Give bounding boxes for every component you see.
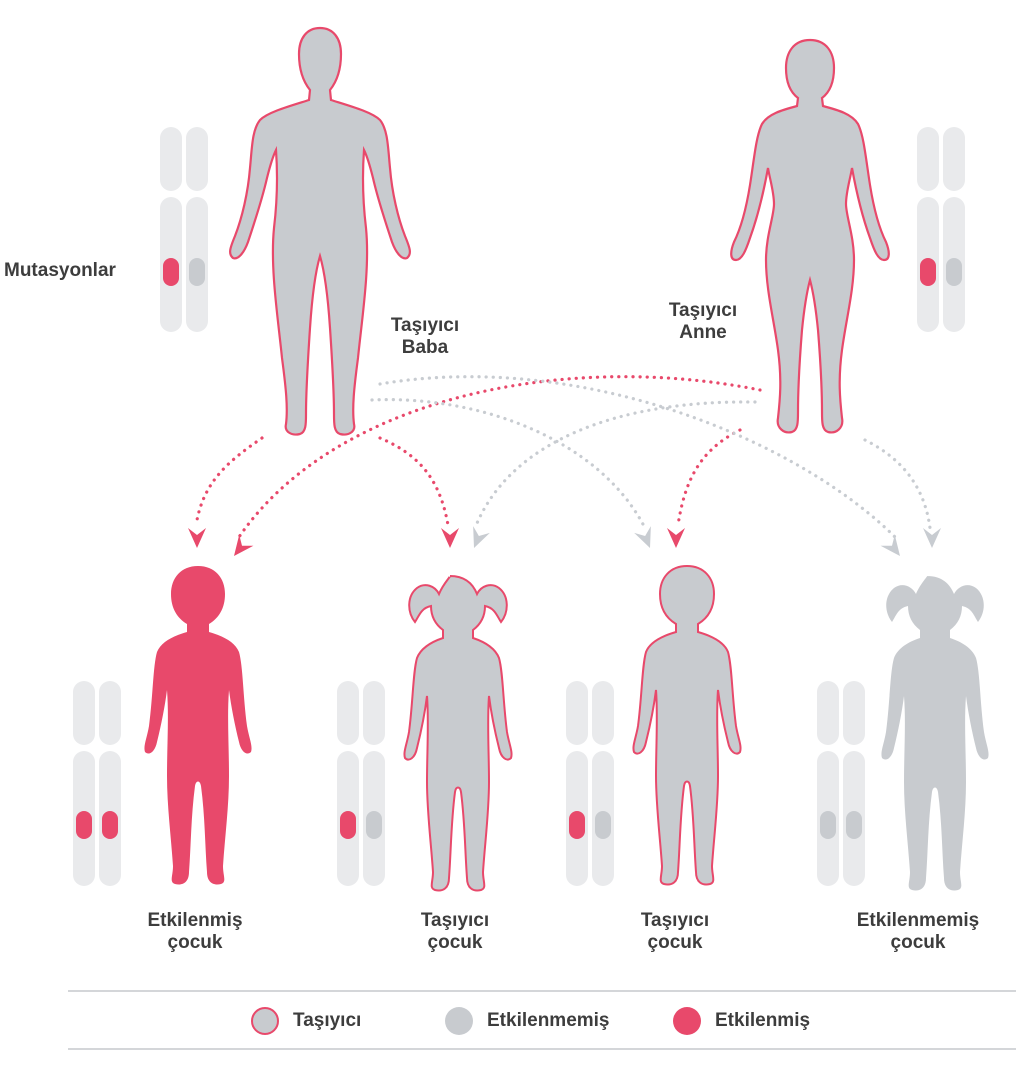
arrowhead-red [188,528,206,548]
arrowhead-grey [923,528,941,548]
child4-label-line1: Etkilenmemiş [856,910,980,931]
mother-to-child2-arrow-grey [473,400,757,530]
child2-label: Taşıyıcı çocuk [380,910,530,954]
legend-item-carrier: Taşıyıcı [251,1006,361,1036]
mutation-marker-normal [820,811,836,839]
mother-to-child3-arrow-red [676,428,742,527]
mutation-marker-normal [595,811,611,839]
father-label-line2: Baba [401,337,449,358]
affected-swatch-icon [673,1007,701,1035]
mother-to-child1-arrow-red [235,375,762,542]
legend-item-affected: Etkilenmiş [673,1006,810,1036]
inheritance-arrows [195,375,932,542]
arrowhead-red [226,534,254,562]
mutation-marker-affected [340,811,356,839]
mutations-label-text: Mutasyonlar [4,260,116,281]
arrowhead-grey [465,526,490,552]
child1-label-line2: çocuk [167,932,223,953]
child4-figure [881,576,989,891]
legend-carrier-label: Taşıyıcı [293,1010,362,1031]
mother-label-line2: Anne [679,322,727,343]
child4-chromosome-pair [817,681,865,886]
child1-figure [144,566,252,885]
arrowhead-grey [634,526,659,552]
arrowhead-red [667,528,685,548]
mutation-marker-normal [846,811,862,839]
mutation-marker-affected [102,811,118,839]
mutation-marker-affected [163,258,179,286]
father-figure [229,26,411,436]
child3-label: Taşıyıcı çocuk [600,910,750,954]
child1-chromosome-pair [73,681,121,886]
legend-unaffected-label: Etkilenmemiş [487,1010,610,1031]
child3-figure [632,565,742,886]
legend-bottom-divider [68,1048,1016,1050]
legend-item-unaffected: Etkilenmemiş [445,1006,610,1036]
legend-top-divider [68,990,1016,992]
child4-label: Etkilenmemiş çocuk [838,910,998,954]
arrowhead-grey [880,534,908,562]
father-label-line1: Taşıyıcı [390,315,460,336]
father-label: Taşıyıcı Baba [370,315,480,359]
mutation-marker-normal [946,258,962,286]
unaffected-swatch-icon [445,1007,473,1035]
mutations-label: Mutasyonlar [4,260,154,282]
mutation-marker-affected [569,811,585,839]
father-to-child2-arrow-red [378,436,450,527]
child1-label-line1: Etkilenmiş [147,910,243,931]
mother-to-child4-arrow-grey [863,438,932,530]
father-to-child4-arrow-grey [378,375,900,542]
child3-label-line2: çocuk [647,932,703,953]
father-to-child1-arrow-red [195,436,264,522]
father-chromosome-pair [160,127,208,332]
mother-chromosome-pair [917,127,965,332]
carrier-swatch-icon [251,1007,279,1035]
mutation-marker-normal [189,258,205,286]
arrowhead-red [441,528,459,548]
child2-label-line1: Taşıyıcı [420,910,490,931]
child3-chromosome-pair [566,681,614,886]
legend-affected-label: Etkilenmiş [715,1010,811,1031]
father-to-child3-arrow-grey [370,398,647,530]
child2-chromosome-pair [337,681,385,886]
child3-label-line1: Taşıyıcı [640,910,710,931]
mutation-marker-normal [366,811,382,839]
mother-label-line1: Taşıyıcı [668,300,738,321]
child4-label-line2: çocuk [890,932,946,953]
mother-label: Taşıyıcı Anne [648,300,758,344]
arrowheads [188,526,941,562]
child2-label-line2: çocuk [427,932,483,953]
mother-figure [730,38,890,434]
mutation-marker-affected [76,811,92,839]
child2-figure [403,575,513,892]
mutation-marker-affected [920,258,936,286]
child1-label: Etkilenmiş çocuk [120,910,270,954]
